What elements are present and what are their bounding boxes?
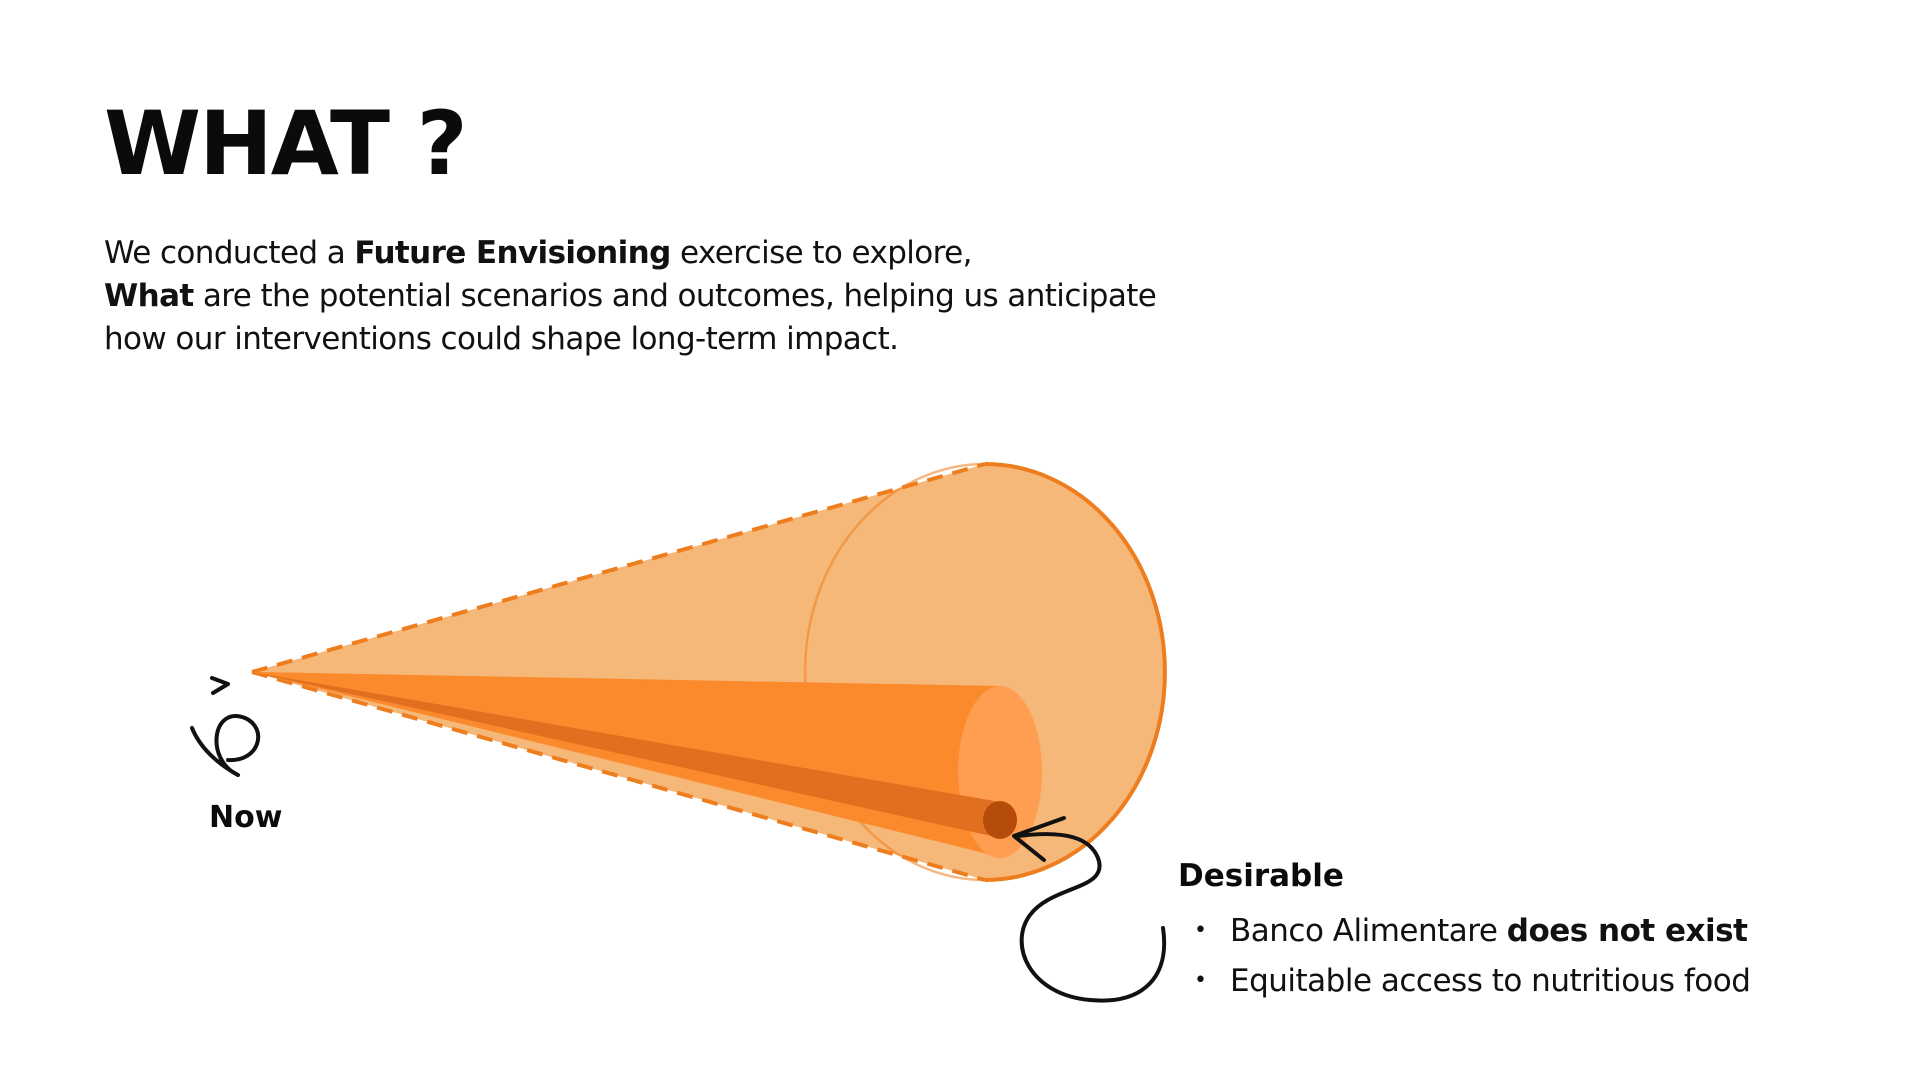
outer-cone-top-edge: [251, 462, 986, 674]
now-label: Now: [209, 800, 283, 835]
desirable-list-item: • Equitable access to nutritious food: [1178, 956, 1898, 1006]
outer-cone-rim-back: [803, 462, 986, 882]
intro-line-2: What are the potential scenarios and out…: [104, 275, 1234, 318]
desirable-arrowhead-icon: [1012, 816, 1066, 862]
desirable-list: • Banco Alimentare does not exist • Equi…: [1178, 906, 1898, 1006]
intro-paragraph: We conducted a Future Envisioning exerci…: [104, 232, 1234, 361]
intro-line-2-emphasis: What: [104, 278, 194, 314]
desirable-annotation: [1012, 816, 1167, 1003]
page-title: WHAT ?: [104, 92, 468, 195]
intro-line-1-text-end: exercise to explore,: [670, 235, 972, 271]
intro-line-3: how our interventions could shape long-t…: [104, 321, 899, 357]
desirable-item-emphasis: does not exist: [1506, 913, 1748, 949]
desirable-item-text: Banco Alimentare: [1230, 913, 1507, 949]
desirable-box: Desirable • Banco Alimentare does not ex…: [1178, 856, 1898, 1006]
intro-line-1: We conducted a Future Envisioning exerci…: [104, 232, 1234, 275]
core-path-end: [983, 801, 1017, 839]
intro-line-1-text: We conducted a: [104, 235, 355, 271]
intro-line-1-emphasis: Future Envisioning: [354, 235, 671, 271]
desirable-item-text: Equitable access to nutritious food: [1230, 963, 1751, 999]
inner-cone-fill: [252, 672, 1000, 857]
bullet-icon: •: [1194, 918, 1207, 943]
now-arrow-icon: [210, 676, 230, 695]
outer-cone-bottom-edge: [251, 670, 986, 882]
desirable-title: Desirable: [1178, 858, 1344, 894]
core-path-body: [252, 672, 1000, 838]
inner-cone: [252, 672, 1042, 858]
core-path: [252, 672, 1017, 839]
outer-cone-rim: [984, 462, 1167, 882]
intro-line-2-text: are the potential scenarios and outcomes…: [193, 278, 1157, 314]
bullet-icon: •: [1194, 968, 1207, 993]
now-annotation: [190, 676, 261, 777]
desirable-loop-arrow-icon: [1016, 832, 1167, 1003]
desirable-list-item: • Banco Alimentare does not exist: [1178, 906, 1898, 956]
now-squiggle-icon: [190, 714, 261, 777]
